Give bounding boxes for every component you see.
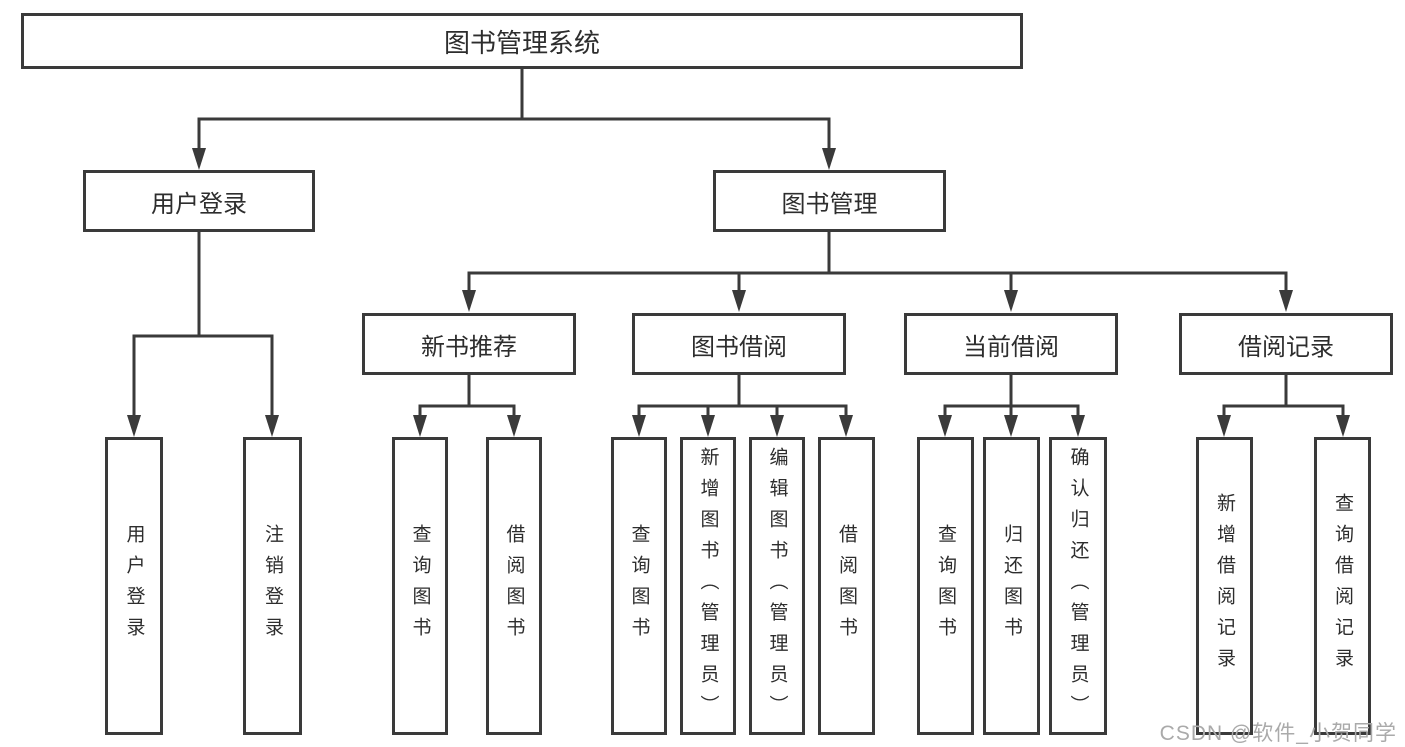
node-book-borrow: 图书借阅 [632, 313, 846, 375]
csdn-watermark: CSDN @软件_小贺同学 [1159, 722, 1397, 745]
leaf-add-borrow-record: 新增借阅记录 [1196, 437, 1253, 735]
leaf-label: 查询图书 [409, 524, 431, 648]
leaf-confirm-return-admin: 确认归还（管理员） [1049, 437, 1107, 735]
connector-book-borrow-to-leaves [637, 375, 848, 419]
node-book-management: 图书管理 [713, 170, 946, 232]
node-user-login: 用户登录 [83, 170, 315, 232]
leaf-logout: 注销登录 [243, 437, 302, 735]
leaf-label: 确认归还（管理员） [1067, 446, 1089, 726]
leaf-label: 查询图书 [935, 524, 956, 648]
leaf-label: 注销登录 [262, 524, 283, 648]
connector-user-login-to-leaves [132, 232, 274, 419]
leaf-label: 归还图书 [1001, 524, 1022, 648]
leaf-label: 查询借阅记录 [1332, 493, 1353, 679]
connector-new-book-recommend-to-leaves [418, 375, 516, 419]
connector-root-to-level2 [197, 69, 831, 152]
leaf-return-books: 归还图书 [983, 437, 1040, 735]
leaf-query-books-recommend: 查询图书 [392, 437, 448, 735]
leaf-query-borrow-record: 查询借阅记录 [1314, 437, 1371, 735]
leaf-add-books-admin: 新增图书（管理员） [680, 437, 736, 735]
leaf-label: 编辑图书（管理员） [766, 446, 788, 726]
connector-current-borrow-to-leaves [943, 375, 1080, 419]
leaf-label: 新增图书（管理员） [697, 446, 719, 726]
leaf-query-books-current: 查询图书 [917, 437, 974, 735]
leaf-label: 新增借阅记录 [1214, 493, 1235, 679]
leaf-query-books-borrow: 查询图书 [611, 437, 667, 735]
node-library-management-system: 图书管理系统 [21, 13, 1023, 69]
node-current-borrow: 当前借阅 [904, 313, 1118, 375]
node-new-book-recommend: 新书推荐 [362, 313, 576, 375]
leaf-label: 用户登录 [123, 524, 145, 648]
leaf-edit-books-admin: 编辑图书（管理员） [749, 437, 805, 735]
leaf-label: 借阅图书 [836, 524, 857, 648]
arrowheads [127, 148, 1350, 437]
node-borrow-record: 借阅记录 [1179, 313, 1393, 375]
leaf-label: 借阅图书 [503, 524, 525, 648]
connector-borrow-record-to-leaves [1222, 375, 1345, 419]
leaf-borrow-books: 借阅图书 [818, 437, 875, 735]
leaf-user-login-action: 用户登录 [105, 437, 163, 735]
leaf-label: 查询图书 [628, 524, 650, 648]
leaf-borrow-books-recommend: 借阅图书 [486, 437, 542, 735]
connector-book-management-to-level3 [467, 231, 1288, 294]
